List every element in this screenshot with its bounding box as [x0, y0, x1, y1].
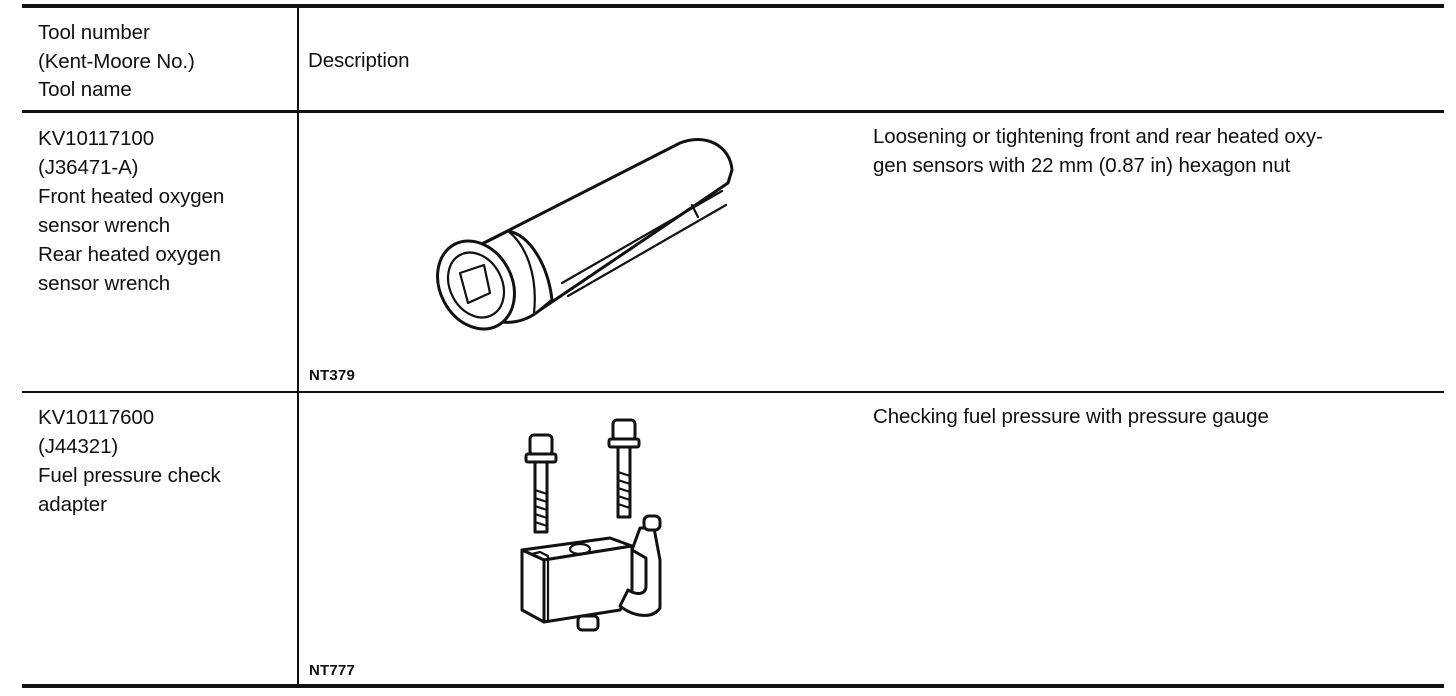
header-bottom-border — [22, 110, 1444, 113]
description-text: Loosening or tightening front and rear h… — [873, 125, 1323, 177]
illustration-code: NT379 — [309, 367, 356, 384]
table-top-border — [22, 4, 1444, 8]
oxygen-sensor-wrench-illustration — [436, 137, 734, 331]
tool-name: Fuel pressure check adapter — [38, 464, 221, 516]
fuel-pressure-adapter-illustration — [520, 418, 662, 632]
header-tool-number: Tool number (Kent-Moore No.) Tool name — [38, 21, 195, 101]
table-bottom-border — [22, 684, 1444, 688]
row-divider — [22, 391, 1444, 393]
kent-moore-number: (J44321) — [38, 435, 119, 458]
header-description: Description — [308, 49, 410, 72]
tool-number: KV10117100 — [38, 127, 155, 150]
tool-number: KV10117600 — [38, 406, 155, 429]
kent-moore-number: (J36471-A) — [38, 156, 139, 179]
illustration-code: NT777 — [309, 662, 356, 679]
tool-name: Front heated oxygen sensor wrench Rear h… — [38, 185, 225, 295]
column-divider — [297, 4, 299, 688]
description-text: Checking fuel pressure with pressure gau… — [873, 405, 1269, 428]
